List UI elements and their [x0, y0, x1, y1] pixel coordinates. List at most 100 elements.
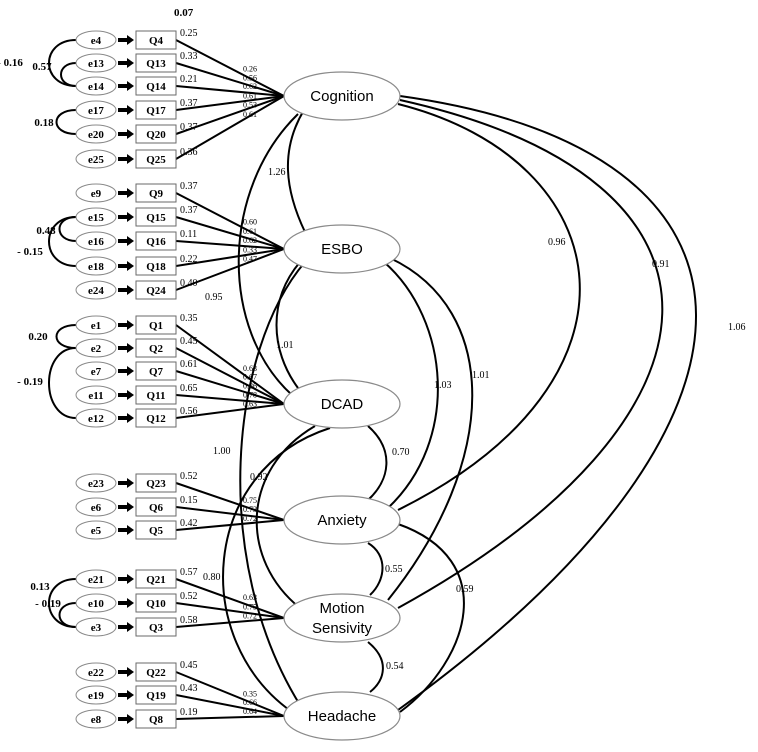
indicator-box-Q10: [135, 593, 177, 613]
loading-Q8: 0.64: [243, 707, 257, 716]
indicator-label-Q9: Q9: [149, 188, 164, 200]
indicator-label-Q12: Q12: [146, 413, 166, 425]
error-label-e7: e7: [91, 366, 102, 378]
latent-dcad: [283, 379, 401, 429]
indicator-label-Q3: Q3: [149, 622, 164, 634]
loading-Q5: 0.72: [243, 514, 257, 523]
error-node-e22: [75, 662, 117, 682]
path-cognition-dcad: [237, 113, 299, 396]
indicator-box-Q17: [135, 100, 177, 120]
arrow-head-e15: [127, 212, 134, 222]
path-coef-dcad-motion: 0.92: [250, 472, 268, 483]
indicator-label-Q19: Q19: [146, 690, 166, 702]
path-coef-dcad-anxiety: 0.70: [392, 447, 410, 458]
error-label-e4: e4: [91, 35, 102, 47]
error-label-e1: e1: [91, 320, 101, 332]
indicator-label-Q14: Q14: [146, 81, 166, 93]
indicator-box-Q19: [135, 685, 177, 705]
loading-line-Q16: [175, 240, 285, 250]
indicator-label-Q11: Q11: [147, 390, 166, 402]
arrow-head-e23: [127, 478, 134, 488]
error-node-e14: [75, 76, 117, 96]
error-node-e3: [75, 617, 117, 637]
loading-Q2: 0.67: [243, 373, 257, 382]
loading-line-Q19: [175, 694, 285, 717]
latent-headache: [283, 691, 401, 741]
err-var-e16: 0.11: [180, 229, 197, 240]
path-anxiety-motion: [367, 542, 384, 596]
path-esbo-headache: [239, 261, 306, 706]
arrow-head-e21: [127, 574, 134, 584]
indicator-box-Q16: [135, 231, 177, 251]
arrow-head-e5: [127, 525, 134, 535]
err-var-e15: 0.37: [180, 205, 198, 216]
err-var-e1: 0.35: [180, 313, 198, 324]
path-coef-anxiety-motion: 0.55: [385, 564, 403, 575]
loading-Q20: 0.53: [243, 100, 257, 109]
top-value-label: 0.07: [174, 7, 194, 19]
indicator-label-Q25: Q25: [146, 154, 166, 166]
indicator-box-Q20: [135, 124, 177, 144]
loading-line-Q1: [175, 324, 285, 405]
err-var-e13: 0.33: [180, 51, 198, 62]
error-node-e11: [75, 385, 117, 405]
error-label-e23: e23: [88, 478, 104, 490]
latent-motion: [283, 593, 401, 643]
loading-Q18: 0.33: [243, 245, 257, 254]
err-var-e25: 0.36: [180, 147, 198, 158]
err-var-e22: 0.45: [180, 660, 198, 671]
error-node-e25: [75, 149, 117, 169]
loading-Q23: 0.75: [243, 496, 257, 505]
error-label-e2: e2: [91, 343, 102, 355]
indicator-label-Q15: Q15: [146, 212, 166, 224]
arrow-head-e14: [127, 81, 134, 91]
error-label-e18: e18: [88, 261, 104, 273]
arrow-head-e11: [127, 390, 134, 400]
indicator-box-Q13: [135, 53, 177, 73]
indicator-box-Q3: [135, 617, 177, 637]
loading-Q16: 0.62: [243, 236, 257, 245]
error-label-e14: e14: [88, 81, 104, 93]
indicator-label-Q20: Q20: [146, 129, 166, 141]
loading-Q11: 0.78: [243, 391, 257, 400]
indicator-label-Q8: Q8: [149, 714, 164, 726]
indicator-label-Q2: Q2: [149, 343, 164, 355]
path-coef-cognition-motion: 0.91: [652, 259, 670, 270]
indicator-box-Q1: [135, 315, 177, 335]
indicator-box-Q14: [135, 76, 177, 96]
path-cognition-esbo: [287, 109, 306, 233]
loading-Q10: 0.75: [243, 602, 257, 611]
arrow-head-e18: [127, 261, 134, 271]
loading-line-Q22: [175, 671, 285, 717]
indicator-box-Q8: [135, 709, 177, 729]
error-cov-e13-e14: [60, 62, 77, 87]
error-label-e9: e9: [91, 188, 102, 200]
loading-Q19: 0.66: [243, 698, 257, 707]
error-label-e3: e3: [91, 622, 102, 634]
latent-label-dcad: DCAD: [321, 396, 364, 413]
latent-label-cognition: Cognition: [310, 88, 373, 105]
error-cov-e15-e16: [58, 216, 77, 242]
arrow-head-e13: [127, 58, 134, 68]
path-motion-headache: [367, 641, 384, 693]
error-label-e13: e13: [88, 58, 104, 70]
path-cognition-anxiety: [397, 103, 581, 511]
loading-line-Q21: [175, 578, 285, 619]
loading-line-Q3: [175, 617, 285, 628]
err-var-e5: 0.42: [180, 518, 198, 529]
error-label-e19: e19: [88, 690, 104, 702]
error-label-e24: e24: [88, 285, 104, 297]
loading-line-Q2: [175, 347, 285, 405]
arrow-head-e17: [127, 105, 134, 115]
err-var-e3: 0.58: [180, 615, 198, 626]
loading-line-Q11: [175, 394, 285, 405]
indicator-label-Q17: Q17: [146, 105, 166, 117]
loading-line-Q12: [175, 403, 285, 419]
arrow-head-e1: [127, 320, 134, 330]
arrow-head-e2: [127, 343, 134, 353]
loading-line-Q15: [175, 216, 285, 250]
err-var-e18: 0.22: [180, 254, 198, 265]
path-coef-cognition-dcad: 0.95: [205, 292, 223, 303]
indicator-box-Q21: [135, 569, 177, 589]
